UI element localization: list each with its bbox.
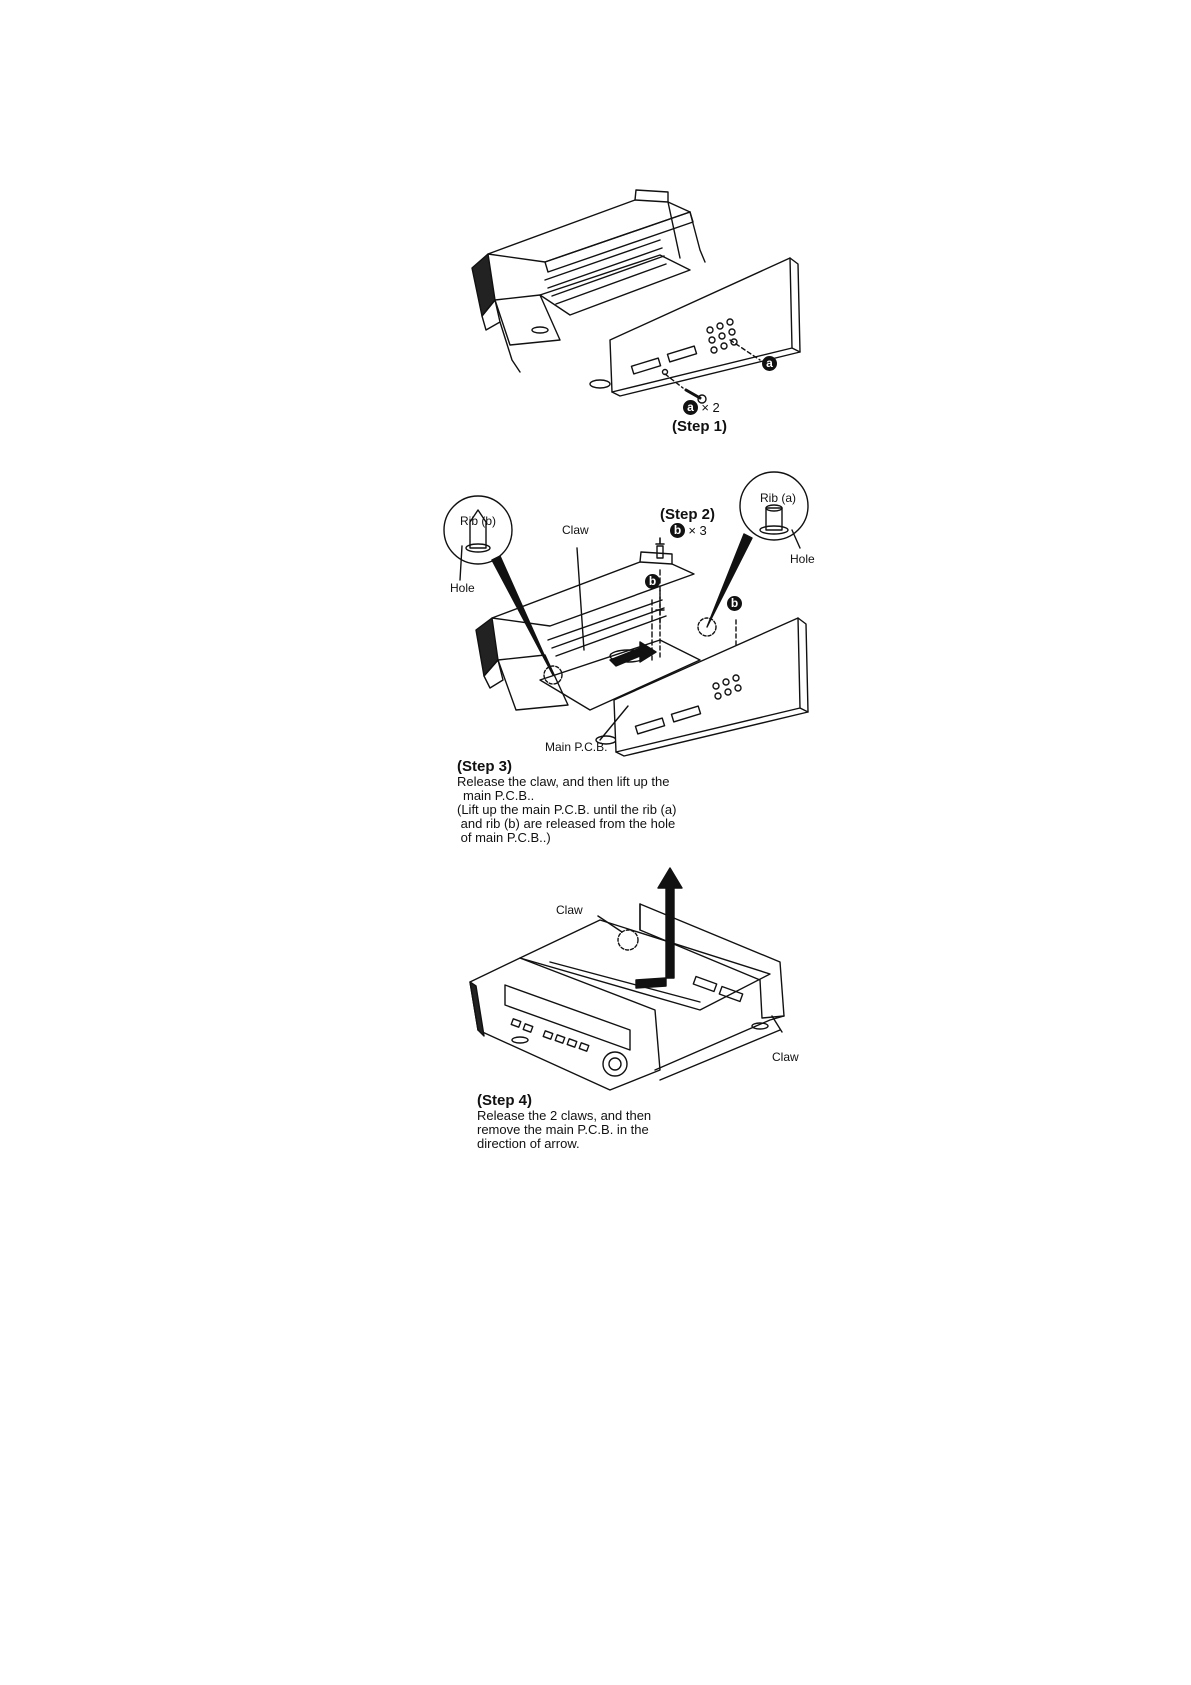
screw-b-icon: b	[727, 596, 742, 612]
step4-instructions: (Step 4) Release the 2 claws, and then r…	[477, 1092, 651, 1151]
step4-line: Release the 2 claws, and then	[477, 1108, 652, 1123]
step3-line: main P.C.B..	[463, 788, 535, 803]
step3-line: of main P.C.B..)	[457, 830, 551, 845]
step3-label: (Step 3)	[457, 758, 513, 775]
hole-label-right: Hole	[790, 552, 815, 566]
screw-a-icon: a	[683, 400, 698, 416]
step3-line: Release the claw, and then lift up the	[457, 774, 670, 789]
step4-label: (Step 4)	[477, 1092, 533, 1109]
step3-line: and rib (b) are released from the hole	[457, 816, 676, 831]
screw-b-icon: b	[670, 523, 685, 539]
screw-a-quantity: × 2	[701, 399, 720, 415]
hole-label-left: Hole	[450, 581, 475, 595]
figure-step4-chassis	[469, 867, 785, 1091]
rib-a-label: Rib (a)	[760, 491, 797, 505]
step4-line: direction of arrow.	[477, 1136, 580, 1151]
screw-b-quantity: × 3	[688, 522, 707, 538]
step2-label: (Step 2)	[660, 506, 716, 523]
step4-line: remove the main P.C.B. in the	[477, 1122, 649, 1137]
step1-screw-count: a × 2	[683, 399, 720, 416]
screw-b-marker-top: b	[645, 574, 660, 590]
screw-b-marker-right: b	[727, 596, 742, 612]
step3-line: (Lift up the main P.C.B. until the rib (…	[457, 802, 677, 817]
figure-step1-chassis	[471, 189, 801, 404]
screw-a-marker-right: a	[762, 356, 777, 372]
rib-b-label: Rib (b)	[460, 514, 497, 528]
claw-label: Claw	[562, 523, 589, 537]
figure-step2-chassis	[443, 471, 809, 757]
main-pcb-label: Main P.C.B.	[545, 740, 608, 754]
screw-b-icon: b	[645, 574, 660, 590]
step1-label: (Step 1)	[672, 418, 728, 435]
claw-label-top: Claw	[556, 903, 583, 917]
step2-screw-count: b × 3	[670, 522, 707, 539]
screw-a-icon: a	[762, 356, 777, 372]
step3-instructions: (Step 3) Release the claw, and then lift…	[457, 758, 676, 845]
claw-label-right: Claw	[772, 1050, 799, 1064]
